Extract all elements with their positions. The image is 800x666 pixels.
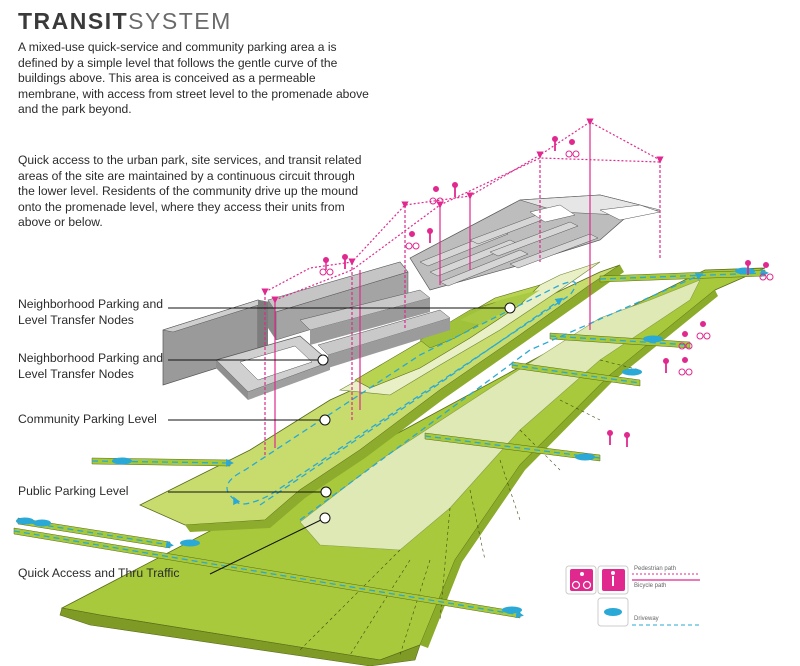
access-paragraph: Quick access to the urban park, site ser… [18, 153, 362, 230]
title-bold: TRANSIT [18, 8, 129, 34]
label-community-parking-level: Community Parking Level [18, 412, 157, 426]
label-public-parking-level: Public Parking Level [18, 484, 129, 498]
ground-level [59, 267, 766, 666]
intro-paragraph: A mixed-use quick-service and community … [18, 40, 369, 117]
label-line: Neighborhood Parking and [18, 297, 164, 311]
title-light: SYSTEM [128, 8, 232, 34]
legend-bicycle-path: Bicycle path [634, 583, 667, 589]
vehicle-icons [16, 267, 755, 614]
label-line: Level Transfer Nodes [18, 313, 134, 327]
buildings [162, 194, 661, 400]
page-title: TRANSITSYSTEM [18, 8, 232, 35]
person-and-bicycle-icons [319, 136, 774, 447]
legend-icons [565, 565, 700, 627]
community-parking-slab [339, 261, 601, 396]
label-leaders [168, 302, 516, 575]
label-quick-access-thru-traffic: Quick Access and Thru Traffic [18, 566, 180, 580]
label-neighborhood-parking-upper: Neighborhood Parking and Level Transfer … [18, 296, 163, 328]
label-line: Neighborhood Parking and [18, 351, 164, 365]
legend-driveway: Driveway [634, 616, 659, 622]
label-neighborhood-parking-lower: Neighborhood Parking and Level Transfer … [18, 350, 163, 382]
label-line: Level Transfer Nodes [18, 367, 134, 381]
legend-pedestrian-path: Pedestrian path [634, 566, 677, 572]
